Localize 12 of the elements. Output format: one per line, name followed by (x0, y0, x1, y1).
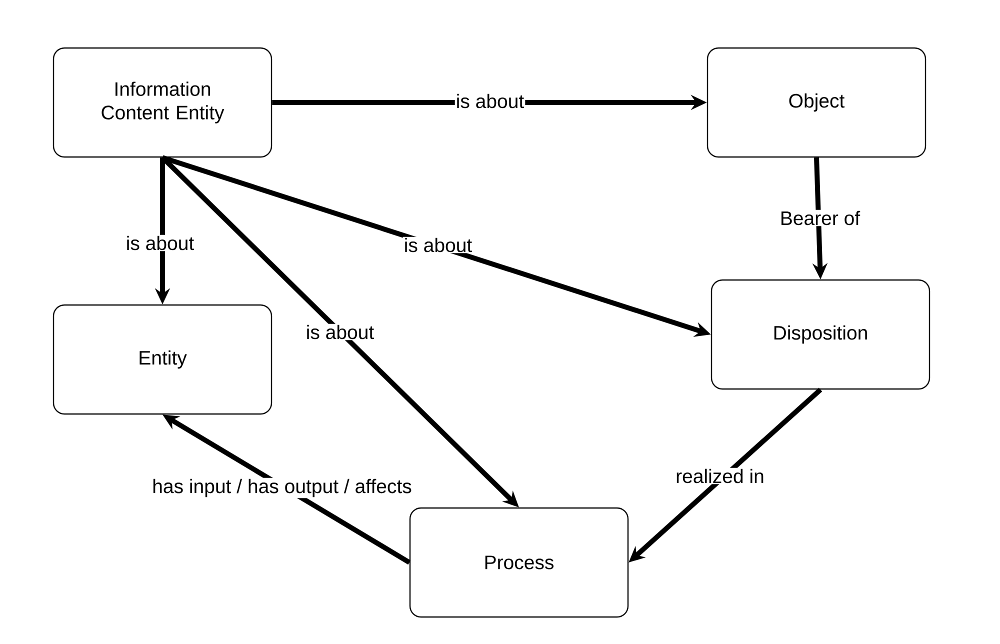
edge-label: has input / has output / affects (151, 478, 413, 498)
process-box: Entity (52, 304, 272, 415)
edge-label: is about (402, 236, 474, 254)
process-box: Information Content Entity (52, 47, 272, 158)
edge-label: realized in (674, 468, 766, 484)
edge-label: is about (124, 234, 196, 252)
edge-label: Bearer of (778, 210, 862, 226)
edge-label: is about (454, 92, 526, 110)
process-box: Disposition (710, 279, 930, 390)
process-box: Object (706, 47, 926, 158)
edge-label: is about (304, 324, 376, 340)
process-box: Process (409, 507, 629, 618)
